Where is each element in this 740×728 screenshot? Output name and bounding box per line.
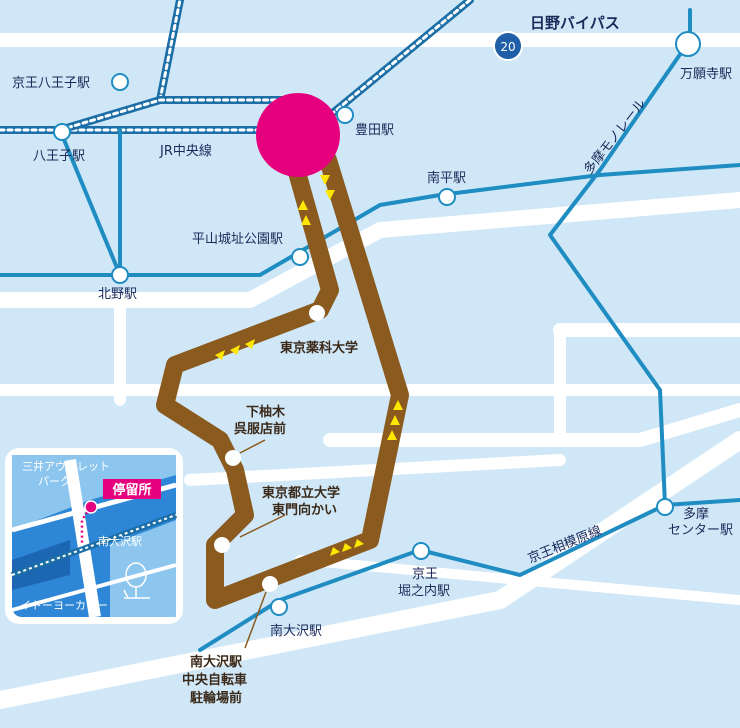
station-marker-manganji	[675, 31, 701, 57]
label-keio-horinouchi-1: 京王	[412, 567, 438, 582]
label-tama-center-2: センター駅	[668, 523, 733, 538]
rail-keio-hachioji-dash	[58, 98, 312, 132]
park-icon	[123, 562, 150, 599]
label-keio-hachioji: 京王八王子駅	[12, 76, 90, 91]
station-marker-hachioji	[53, 123, 71, 141]
label-tama-center-1: 多摩	[683, 506, 709, 522]
inset-block-1	[12, 455, 176, 530]
railways	[0, 0, 740, 652]
route-20-shield: 20	[493, 31, 523, 61]
stop-marker-shimoyugi	[225, 450, 241, 466]
leader-minamiosawa-bike	[244, 591, 267, 649]
leader-lines	[239, 439, 286, 649]
stop-label-minamiosawa-bike-1: 南大沢駅	[190, 654, 243, 670]
arrow	[354, 539, 364, 548]
inset-label-mitsui-1: 三井アウトレット	[22, 459, 110, 473]
arrow	[245, 339, 255, 349]
leader-tmu	[239, 514, 286, 538]
inset-badge	[103, 479, 161, 499]
stop-label-minamiosawa-bike-3: 駐輪場前	[190, 690, 242, 706]
bus-stop-markers	[214, 305, 325, 592]
road-4	[323, 403, 740, 447]
inset-block-2	[110, 520, 176, 617]
rail-jr-branch-nw-dash	[158, 0, 182, 102]
station-marker-minami-osawa	[270, 598, 288, 616]
label-minamidaira: 南平駅	[427, 170, 466, 186]
arrow	[325, 190, 335, 200]
label-kitano: 北野駅	[98, 287, 137, 302]
road-7	[184, 454, 566, 486]
inset-label-station: 南大沢駅	[98, 534, 142, 548]
label-keio-horinouchi-2: 堀之内駅	[398, 583, 450, 599]
stop-marker-tmu	[214, 537, 230, 553]
leader-shimoyugi	[239, 439, 266, 454]
station-marker-minamidaira	[438, 188, 456, 206]
stop-marker-tokyo-yakka	[309, 305, 325, 321]
inset-walk-path	[80, 507, 92, 545]
arrow	[215, 350, 225, 360]
road-8	[0, 431, 740, 709]
station-marker-keio-horinouchi	[412, 542, 430, 560]
station-marker-keio-hachioji	[111, 73, 129, 91]
arrow	[301, 215, 311, 225]
stop-label-shimoyugi-1: 下柚木	[246, 404, 286, 420]
arrow	[330, 547, 340, 556]
inset-label-ito-yokado: イトーヨーカドー	[20, 599, 108, 612]
inset-road-4	[11, 563, 177, 612]
stop-label-minamiosawa-bike-2: 中央自転車	[182, 672, 247, 688]
inset-bus-stop-dot	[84, 500, 98, 514]
arrow	[230, 345, 240, 355]
station-marker-kitano	[111, 266, 129, 284]
stop-label-shimoyugi-2: 呉服店前	[234, 421, 286, 437]
label-hachioji: 八王子駅	[33, 149, 85, 164]
park-icon-trunk	[123, 587, 150, 599]
rail-keio-north-2	[58, 128, 122, 277]
stop-label-tmu-1: 東京都立大学	[262, 485, 340, 501]
inset-map: 停留所 三井アウトレット パーク 南大沢駅 イトーヨーカドー	[5, 448, 183, 624]
label-toyoda: 豊田駅	[355, 123, 394, 138]
station-marker-tama-center	[656, 498, 674, 516]
station-markers	[53, 31, 701, 616]
arrow	[390, 415, 400, 425]
arrow	[342, 543, 352, 552]
rail-keio-sagamihara	[198, 498, 740, 652]
inset-rail	[11, 514, 177, 576]
route-20-circle	[493, 31, 523, 61]
arrow	[393, 400, 403, 410]
inset-road-2	[64, 459, 101, 618]
label-jr-chuo: JR中央線	[159, 143, 212, 159]
station-marker-hirayama	[291, 248, 309, 266]
station-marker-toyoda	[336, 106, 354, 124]
label-manganji: 万願寺駅	[680, 67, 732, 82]
route-number: 20	[500, 40, 515, 54]
arrow	[320, 175, 330, 185]
inset-badge-label: 停留所	[112, 482, 151, 498]
stop-marker-minamiosawa-bike	[262, 576, 278, 592]
arrow	[387, 430, 397, 440]
label-hirayama: 平山城址公園駅	[192, 232, 283, 247]
route-arrows	[215, 175, 403, 556]
arrow	[298, 200, 308, 210]
inset-label-mitsui-2: パーク	[38, 475, 71, 488]
stop-label-tokyo-yakka: 東京薬科大学	[280, 340, 358, 356]
label-hino-bypass: 日野バイパス	[530, 14, 620, 32]
stop-label-tmu-2: 東門向かい	[272, 502, 337, 518]
label-minami-osawa: 南大沢駅	[270, 623, 322, 639]
terminal-toyoda	[256, 93, 340, 177]
